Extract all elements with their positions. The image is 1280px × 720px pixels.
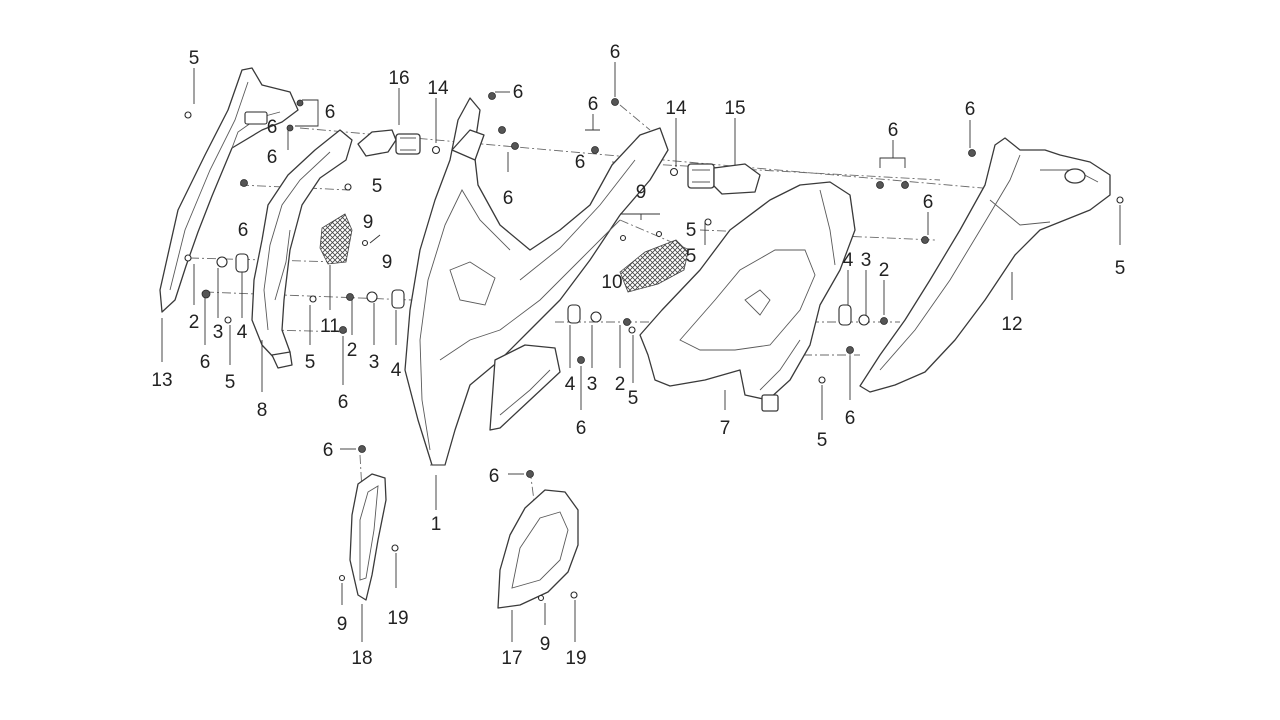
callout-6: 6 xyxy=(325,102,336,123)
callout-5: 5 xyxy=(189,48,200,69)
callout-15: 15 xyxy=(724,98,745,119)
callout-6: 6 xyxy=(513,82,524,103)
callout-6: 6 xyxy=(965,99,976,120)
callout-6: 6 xyxy=(338,392,349,413)
callout-4: 4 xyxy=(565,374,576,395)
callout-6: 6 xyxy=(576,418,587,439)
callout-5: 5 xyxy=(817,430,828,451)
left-mesh-grille xyxy=(319,213,353,265)
callout-6: 6 xyxy=(923,192,934,213)
right-turn-signal xyxy=(687,163,761,195)
small-fasteners xyxy=(184,92,1124,602)
callout-6: 6 xyxy=(888,120,899,141)
callout-6: 6 xyxy=(575,152,586,173)
callout-6: 6 xyxy=(845,408,856,429)
callout-9: 9 xyxy=(382,252,393,273)
callout-8: 8 xyxy=(257,400,268,421)
callout-14: 14 xyxy=(665,98,687,119)
callout-4: 4 xyxy=(843,250,854,271)
callout-6: 6 xyxy=(588,94,599,115)
callout-5: 5 xyxy=(686,246,697,267)
callout-18: 18 xyxy=(351,648,372,669)
callout-6: 6 xyxy=(489,466,500,487)
callout-2: 2 xyxy=(347,340,358,361)
callout-3: 3 xyxy=(213,322,224,343)
callout-1: 1 xyxy=(431,514,442,535)
right-lower-bracket xyxy=(497,489,579,609)
left-turn-signal xyxy=(357,129,421,157)
callout-9: 9 xyxy=(636,182,647,203)
callout-10: 10 xyxy=(601,272,622,293)
callout-2: 2 xyxy=(879,260,890,281)
callout-13: 13 xyxy=(151,370,172,391)
callout-17: 17 xyxy=(501,648,522,669)
callout-12: 12 xyxy=(1001,314,1022,335)
callout-19: 19 xyxy=(565,648,586,669)
callout-9: 9 xyxy=(363,212,374,233)
callout-6: 6 xyxy=(323,440,334,461)
callout-3: 3 xyxy=(861,250,872,271)
callout-6: 6 xyxy=(610,42,621,63)
callout-7: 7 xyxy=(720,418,731,439)
callout-6: 6 xyxy=(200,352,211,373)
callout-9: 9 xyxy=(337,614,348,635)
callout-16: 16 xyxy=(388,68,409,89)
leader-lines xyxy=(161,62,1121,642)
callout-6: 6 xyxy=(503,188,514,209)
left-lower-bracket xyxy=(349,473,387,601)
callout-labels: 5 6 16 14 6 6 6 14 15 6 6 6 5 6 6 9 9 9 … xyxy=(151,42,1125,669)
callout-19: 19 xyxy=(387,608,408,629)
callout-3: 3 xyxy=(369,352,380,373)
callout-5: 5 xyxy=(305,352,316,373)
left-side-rail xyxy=(159,67,299,313)
callout-5: 5 xyxy=(1115,258,1126,279)
right-mesh-grille xyxy=(619,239,689,293)
callout-9: 9 xyxy=(540,634,551,655)
callout-6: 6 xyxy=(267,117,278,138)
right-side-rail xyxy=(859,137,1111,393)
callout-5: 5 xyxy=(628,388,639,409)
callout-2: 2 xyxy=(615,374,626,395)
front-cover xyxy=(404,97,669,466)
callout-4: 4 xyxy=(391,360,402,381)
callout-5: 5 xyxy=(372,176,383,197)
callout-5: 5 xyxy=(686,220,697,241)
callout-6: 6 xyxy=(238,220,249,241)
callout-11: 11 xyxy=(320,316,340,337)
callout-14: 14 xyxy=(427,78,449,99)
callout-3: 3 xyxy=(587,374,598,395)
callout-5: 5 xyxy=(225,372,236,393)
callout-4: 4 xyxy=(237,322,248,343)
callout-2: 2 xyxy=(189,312,200,333)
callout-6: 6 xyxy=(267,147,278,168)
left-inner-panel xyxy=(251,129,353,369)
right-inner-panel xyxy=(639,181,856,412)
